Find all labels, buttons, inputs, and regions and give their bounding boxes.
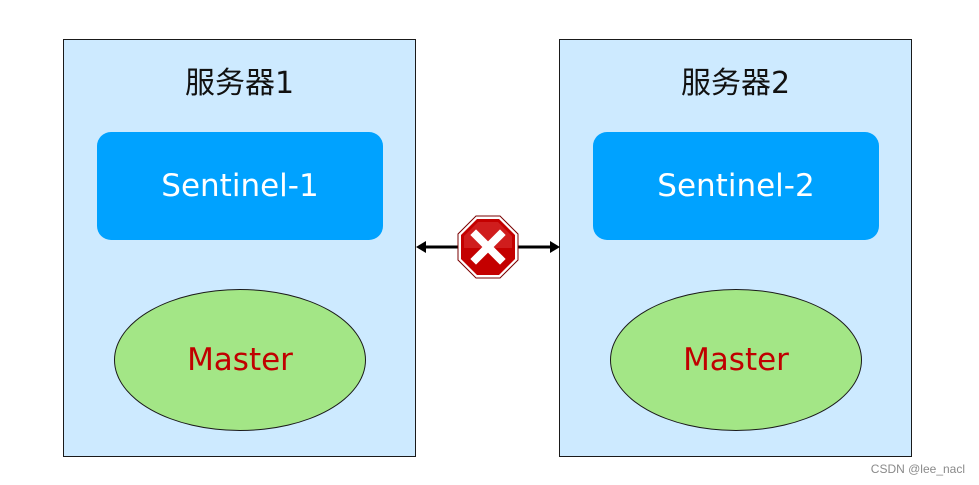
sentinel-2-node: Sentinel-2 bbox=[593, 132, 879, 240]
csdn-watermark: CSDN @lee_nacl bbox=[870, 462, 965, 476]
server-1-title: 服务器1 bbox=[184, 66, 295, 101]
master-2-node: Master bbox=[610, 289, 862, 431]
sentinel-1-node: Sentinel-1 bbox=[97, 132, 383, 240]
server-2-box: 服务器2 Sentinel-2 Master bbox=[559, 39, 912, 457]
master-1-node: Master bbox=[114, 289, 366, 431]
server-2-title: 服务器2 bbox=[680, 66, 791, 101]
stop-x-icon bbox=[457, 215, 519, 279]
server-1-box: 服务器1 Sentinel-1 Master bbox=[63, 39, 416, 457]
broken-link-connector bbox=[416, 215, 560, 279]
